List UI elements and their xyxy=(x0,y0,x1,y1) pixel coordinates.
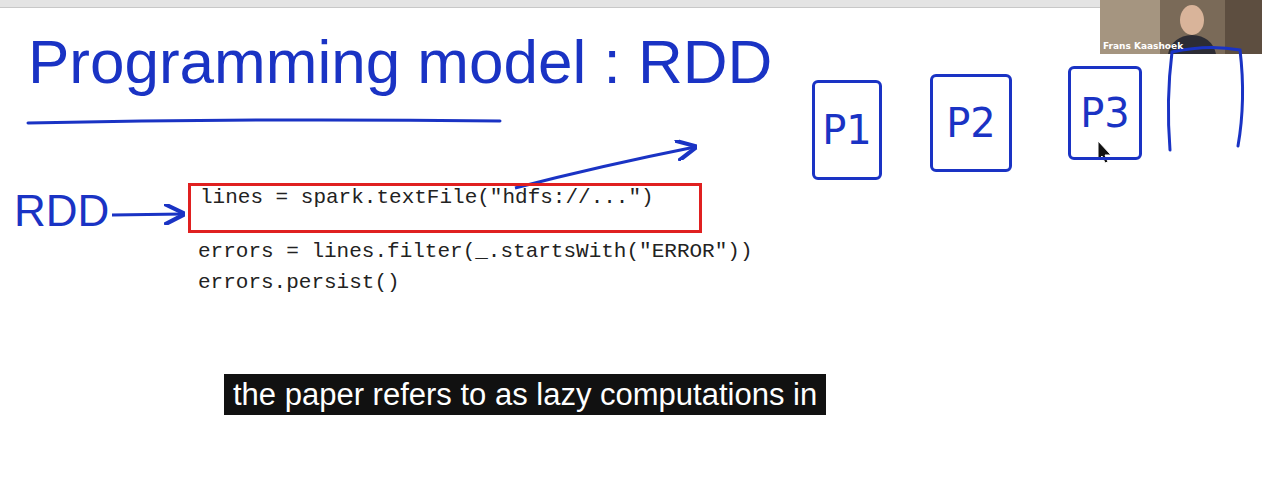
partition-box: P2 xyxy=(930,74,1012,172)
pointer-arrow xyxy=(515,147,695,188)
browser-toolbar xyxy=(0,0,1100,8)
partition-label: P2 xyxy=(946,100,996,146)
subtitle-box: the paper refers to as lazy computations… xyxy=(224,372,884,418)
empty-partition-box xyxy=(1168,47,1242,150)
partition-box: P1 xyxy=(812,80,882,180)
webcam-thumbnail xyxy=(1100,0,1262,54)
code-line: errors = lines.filter(_.startsWith("ERRO… xyxy=(198,240,753,264)
code-line: lines = spark.textFile("hdfs://...") xyxy=(200,186,654,210)
partition-box: P3 xyxy=(1068,66,1142,160)
webcam-wall xyxy=(1225,0,1262,54)
handwritten-label: RDD xyxy=(14,186,109,236)
handwritten-title: Programming model : RDD xyxy=(28,26,772,97)
webcam-background xyxy=(1100,0,1262,54)
partition-label: P3 xyxy=(1080,90,1130,136)
title-underline xyxy=(28,120,500,123)
subtitle-text: the paper refers to as lazy computations… xyxy=(224,374,826,415)
toolbar-edge xyxy=(0,7,1100,8)
code-box: lines = spark.textFile("hdfs://...") xyxy=(188,183,702,233)
webcam-face xyxy=(1180,5,1204,35)
speaker-name: Frans Kaashoek xyxy=(1103,41,1183,51)
partition-label: P1 xyxy=(822,107,872,153)
code-line: errors.persist() xyxy=(198,271,400,295)
pointer-arrow xyxy=(112,214,183,215)
